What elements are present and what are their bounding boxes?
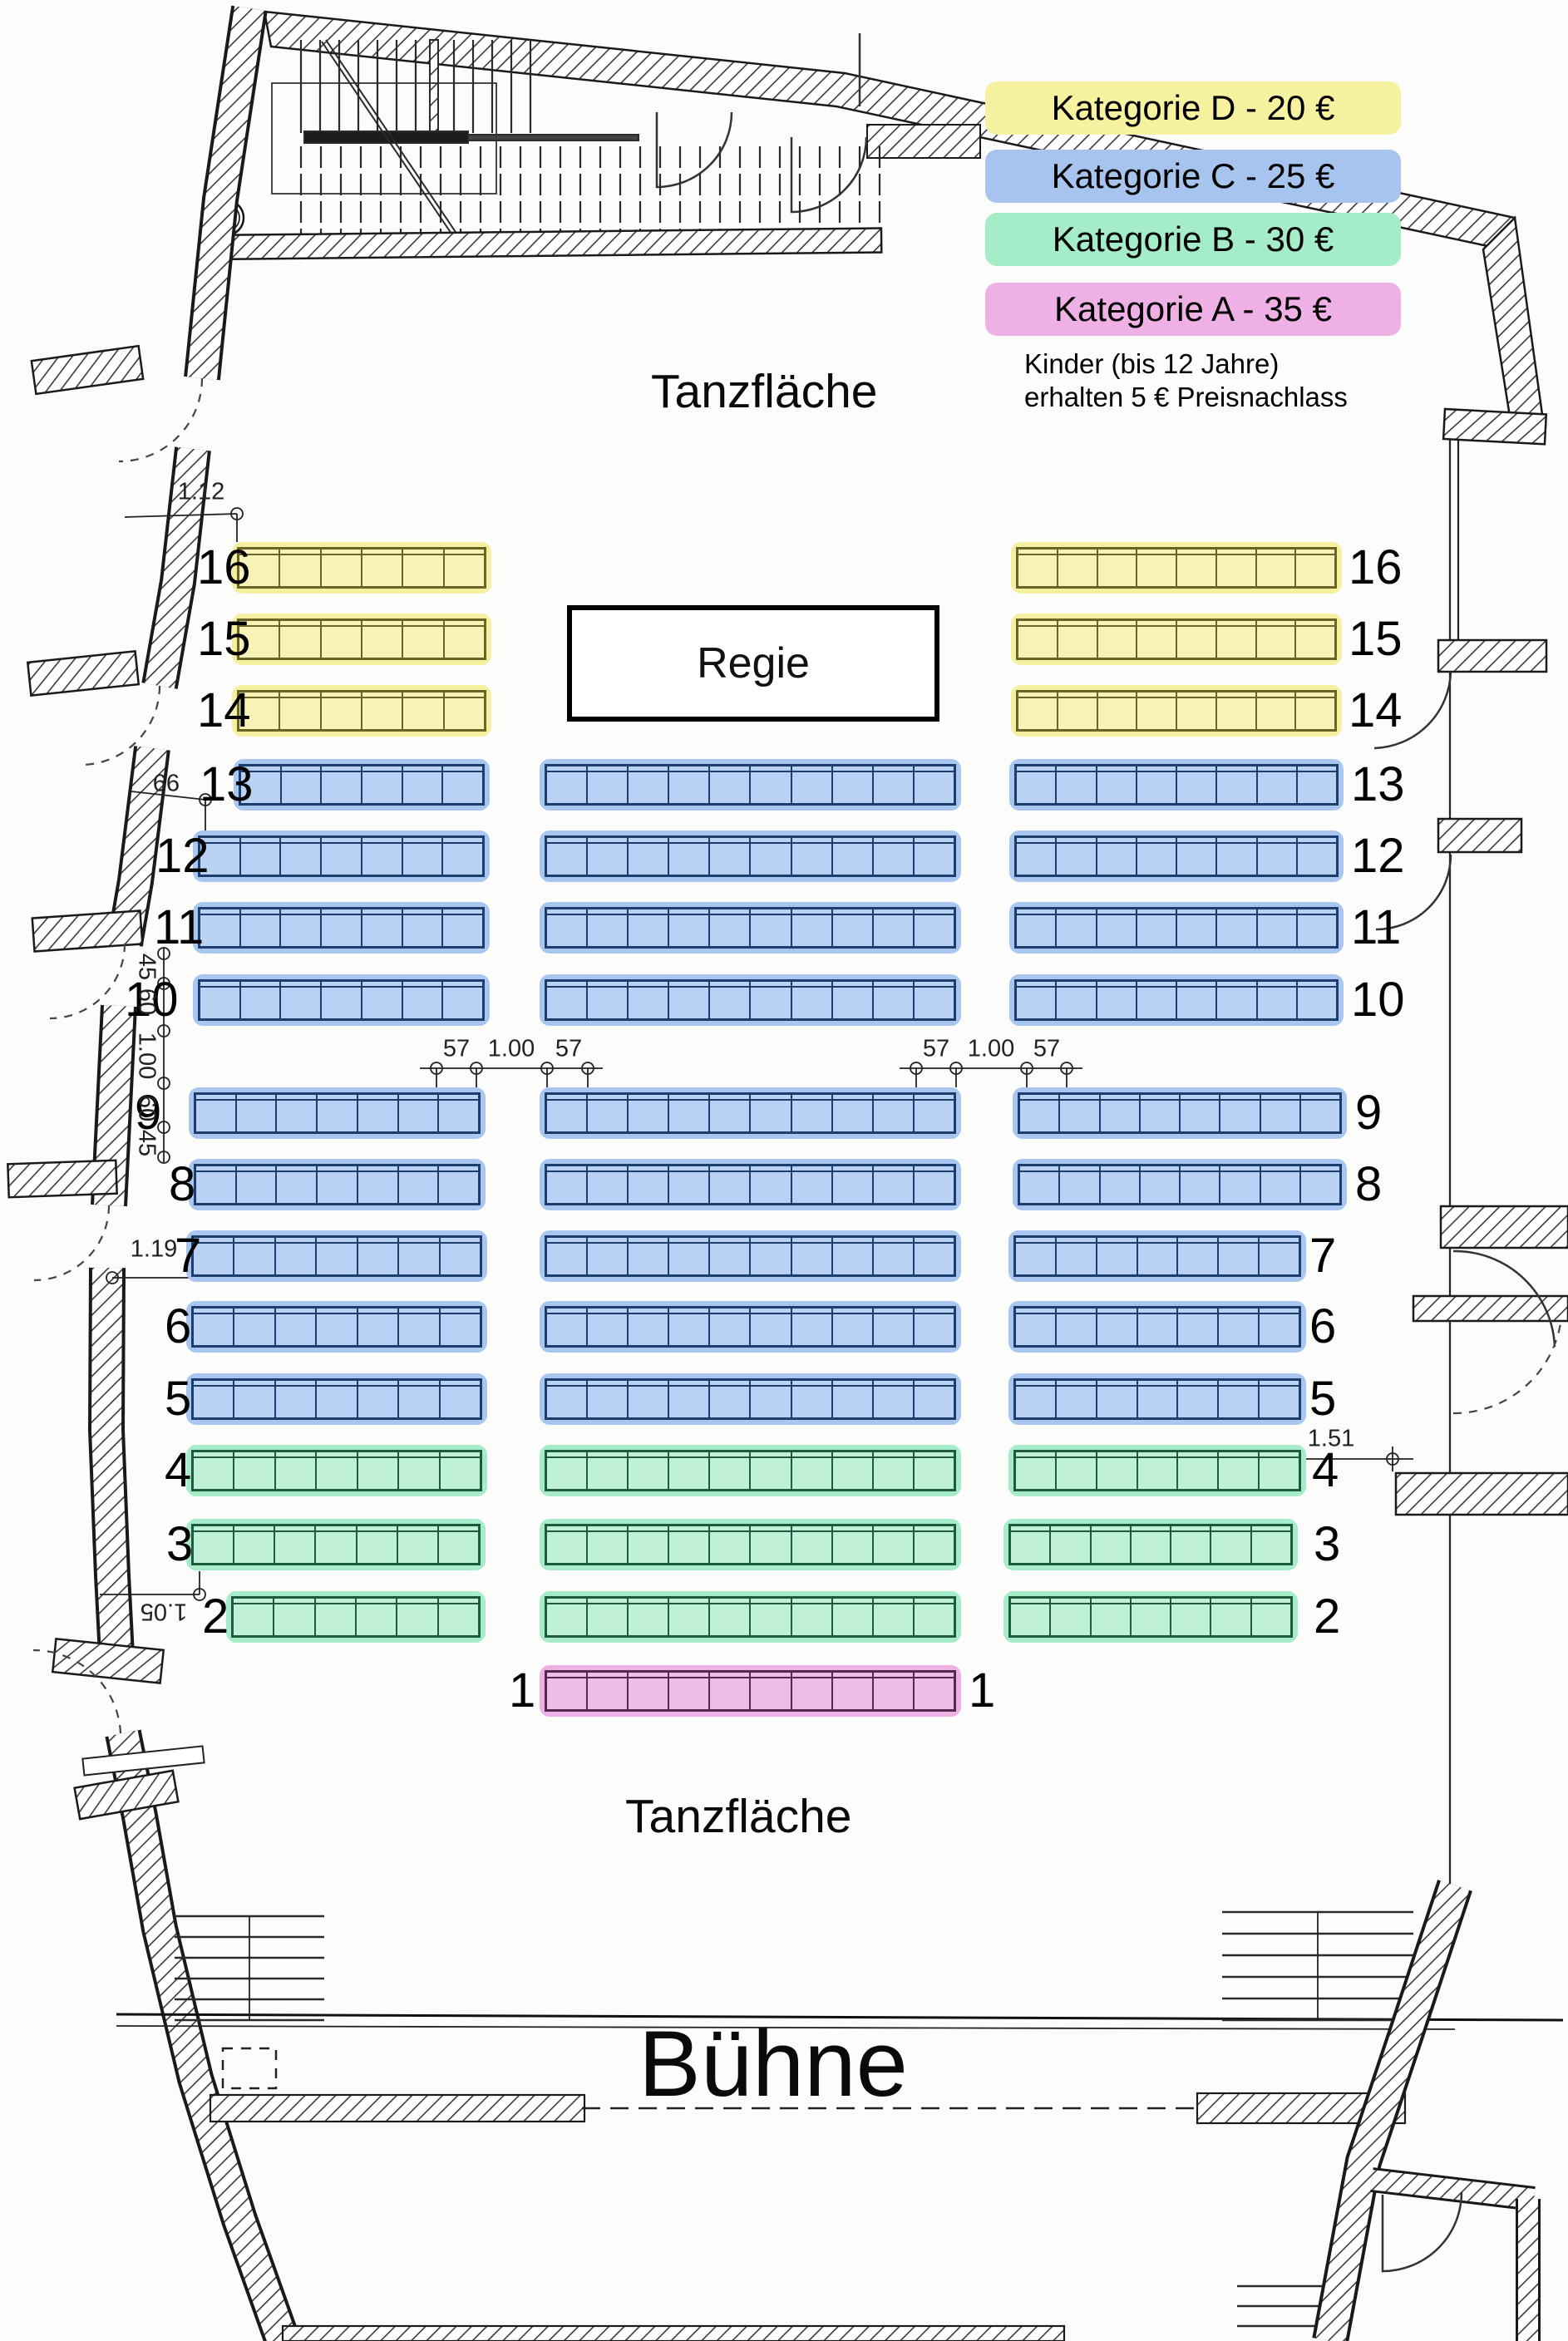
wall-top xyxy=(263,10,1546,439)
stage-walls xyxy=(116,1880,1564,2341)
door-arc-top xyxy=(655,33,868,214)
wall-left xyxy=(7,5,300,2341)
dimension-lines xyxy=(100,507,1413,1601)
stair-treads xyxy=(299,146,881,237)
wall-right xyxy=(1373,407,1568,1887)
